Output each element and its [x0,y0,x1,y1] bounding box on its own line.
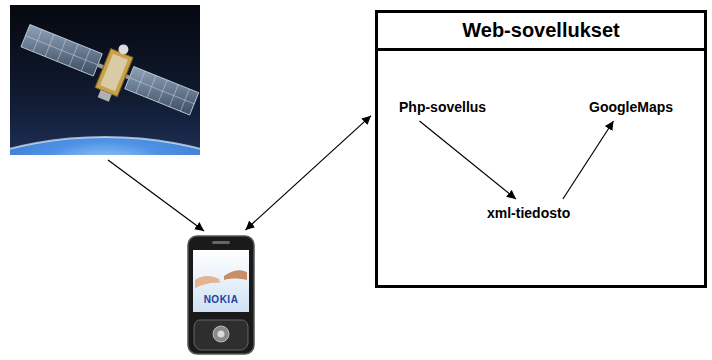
satellite-photo [10,5,200,155]
xml-file-node: xml-tiedosto [483,203,577,223]
php-app-label-node: Php-sovellus [395,97,493,117]
signal-arrow [108,160,204,231]
connector-arrow [420,121,516,199]
node-label: xml-tiedosto [487,205,573,221]
connector-arrow [563,121,614,199]
mobile-phone: NOKIA [186,234,256,356]
box-heading: Web-sovellukset [378,13,704,51]
google-maps-node: GoogleMaps [585,97,680,117]
node-label: GoogleMaps [589,99,676,115]
node-label: Php-sovellus [399,99,489,115]
connector-arrow [246,116,372,230]
brand-text: NOKIA [186,294,256,306]
web-apps-box: Web-sovelluksetPhp-sovellus GoogleMaps xml… [375,10,707,288]
